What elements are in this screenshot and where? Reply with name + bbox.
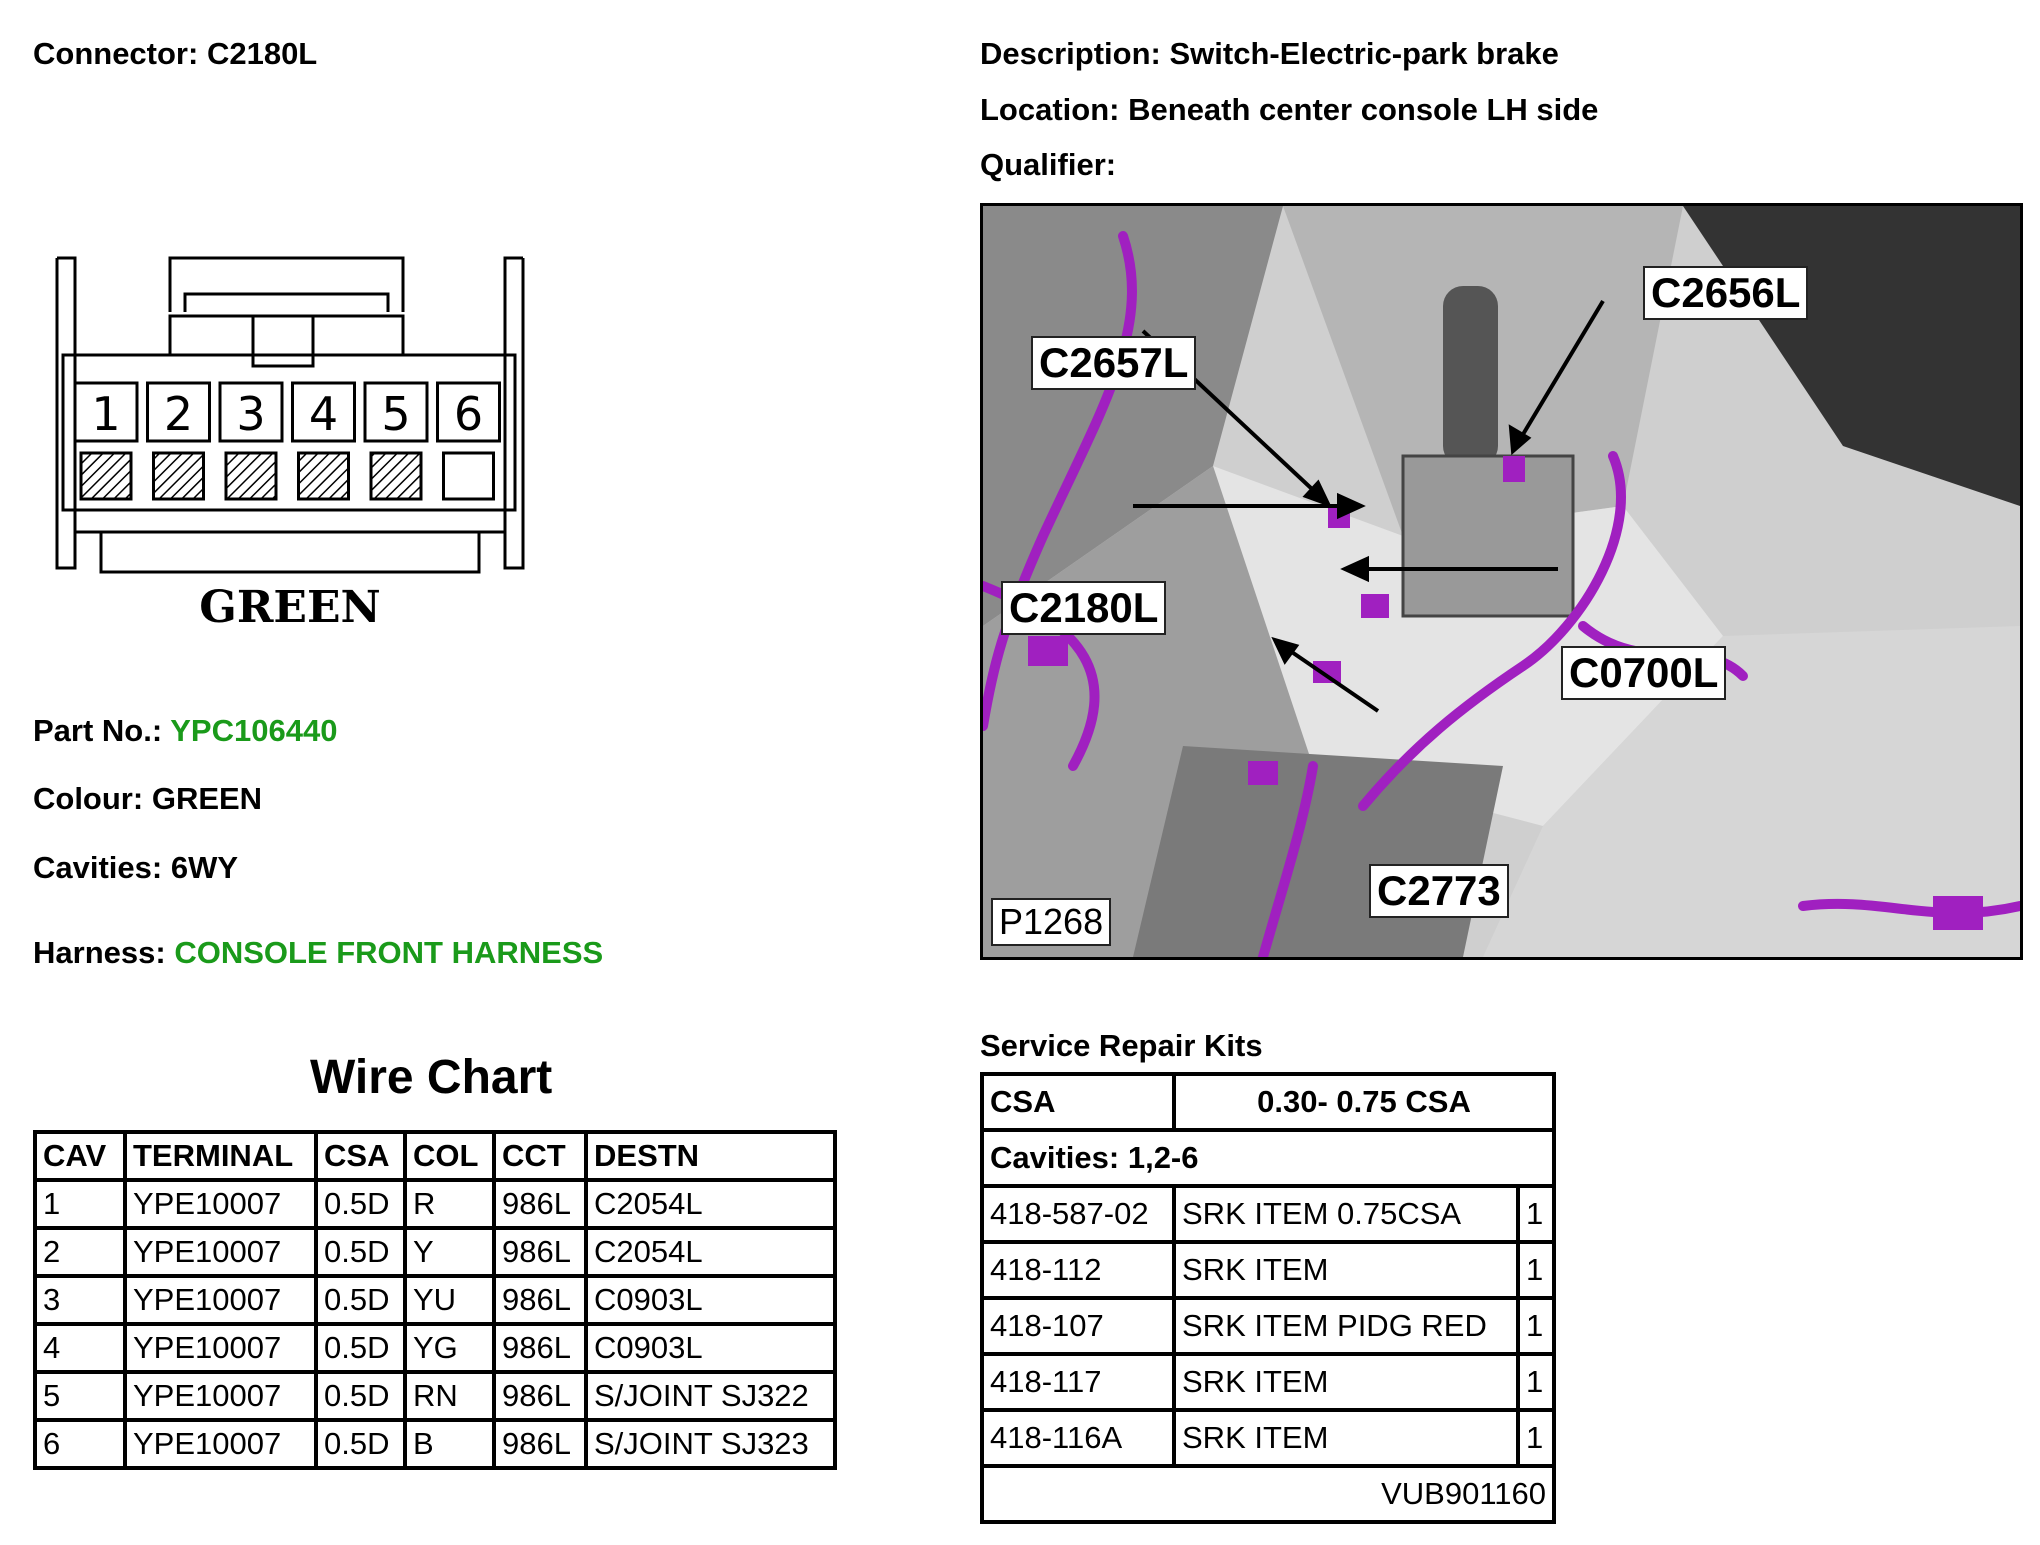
srk-cavities-row: Cavities: 1,2-6	[980, 1128, 1556, 1188]
header-csa: CSA	[314, 1130, 407, 1182]
connector-latch-inner	[183, 292, 390, 312]
header-terminal: TERMINAL	[123, 1130, 318, 1182]
cavity-slot-populated	[79, 451, 133, 501]
connector-markers	[1028, 456, 1983, 930]
cavity-number-box	[73, 381, 139, 443]
srk-footer-row: VUB901160	[980, 1464, 1556, 1524]
connector-right-rail	[503, 256, 525, 570]
cavity-slot-populated	[297, 451, 350, 501]
part-no-value: YPC106440	[170, 713, 338, 748]
cavities-line: Cavities: 6WY	[33, 850, 239, 885]
callout-arrows	[1133, 299, 1605, 713]
harness-value: CONSOLE FRONT HARNESS	[174, 935, 604, 970]
callout-c2180l: C2180L	[1001, 581, 1167, 635]
srk-footer: VUB901160	[980, 1464, 1556, 1524]
callout-c0700l: C0700L	[1561, 646, 1727, 700]
cavity-number-box	[291, 381, 356, 443]
connector-colour-text: GREEN	[199, 582, 380, 633]
location-photo: C2656L C2657L C2180L C0700L C2773 P1268	[980, 203, 2023, 960]
cavity-number: 6	[454, 387, 483, 441]
srk-csa-row: CSA 0.30- 0.75 CSA	[980, 1072, 1556, 1132]
cavity-number-box	[363, 381, 429, 443]
cavity-slot-populated	[369, 451, 423, 501]
callout-c2656l: C2656L	[1643, 266, 1809, 320]
cavity-slot-empty	[442, 451, 495, 501]
cavity-number-box	[218, 381, 284, 443]
cavity-slot-populated	[224, 451, 278, 501]
header-col: COL	[403, 1130, 496, 1182]
srk-cavities: Cavities: 1,2-6	[980, 1128, 1556, 1188]
cavity-number: 2	[164, 387, 193, 441]
harness-line: Harness: CONSOLE FRONT HARNESS	[33, 935, 604, 970]
service-repair-kits-title: Service Repair Kits	[980, 1028, 1263, 1063]
service-repair-kits-table: CSA 0.30- 0.75 CSA Cavities: 1,2-6 418-5…	[980, 1072, 1556, 1524]
photo-code: P1268	[991, 898, 1112, 946]
cavity-number-box	[436, 381, 501, 443]
cavity-number: 3	[236, 387, 265, 441]
cavity-number: 4	[309, 387, 338, 441]
cavity-number: 1	[91, 387, 120, 441]
header-cav: CAV	[33, 1130, 127, 1182]
description-line: Description: Switch-Electric-park brake	[980, 36, 1559, 71]
location-line: Location: Beneath center console LH side	[980, 92, 1599, 127]
connector-key	[251, 314, 315, 368]
wire-chart-title: Wire Chart	[310, 1051, 553, 1104]
part-no-line: Part No.: YPC106440	[33, 713, 338, 748]
connector-left-rail	[55, 256, 77, 570]
connector-base	[99, 530, 481, 574]
cavity-number: 5	[381, 387, 410, 441]
cavity-number-box	[146, 381, 211, 443]
header-destn: DESTN	[584, 1130, 837, 1182]
srk-csa-label: CSA	[980, 1072, 1176, 1132]
connector-heading: Connector: C2180L	[33, 36, 318, 71]
wire-chart-header-row: CAV TERMINAL CSA COL CCT DESTN	[33, 1130, 837, 1182]
callout-c2657l: C2657L	[1031, 336, 1197, 390]
cavity-slot-populated	[152, 451, 205, 501]
callout-c2773: C2773	[1369, 864, 1509, 918]
connector-latch-outline	[168, 256, 405, 312]
srk-csa-value: 0.30- 0.75 CSA	[1172, 1072, 1556, 1132]
header-cct: CCT	[492, 1130, 588, 1182]
colour-line: Colour: GREEN	[33, 781, 263, 816]
qualifier-line: Qualifier:	[980, 147, 1117, 182]
